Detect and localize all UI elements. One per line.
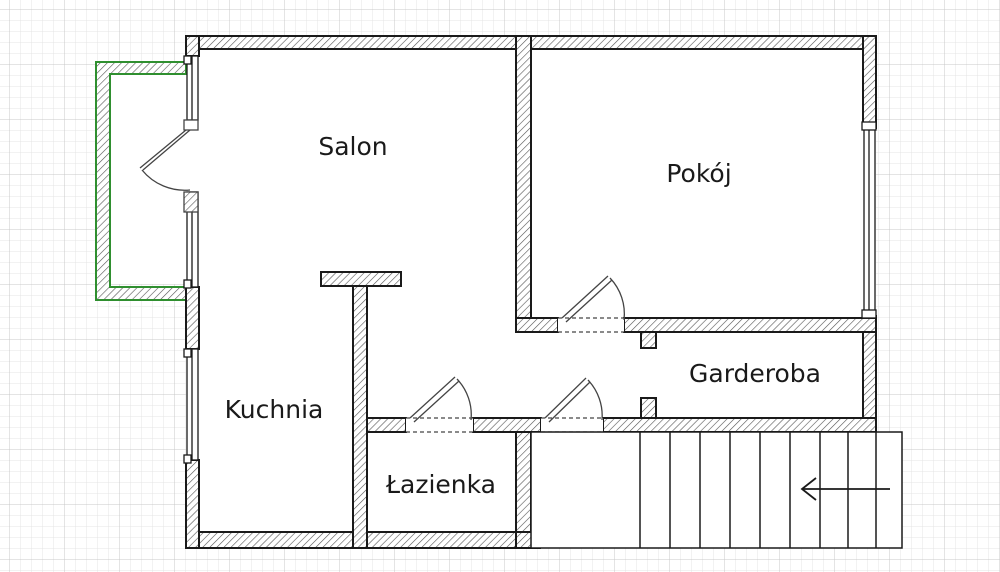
windows-left: [183, 55, 199, 464]
room-label-lazienka: Łazienka: [385, 470, 496, 499]
balcony-door: [139, 119, 199, 213]
room-label-salon: Salon: [318, 132, 387, 161]
door-pokoj: [558, 275, 626, 333]
room-label-pokoj: Pokój: [666, 159, 731, 188]
room-label-kuchnia: Kuchnia: [225, 395, 324, 424]
staircase: [530, 431, 903, 549]
arrow-left-icon: [800, 477, 890, 501]
window-right: [861, 121, 877, 319]
door-lazienka: [406, 376, 473, 433]
room-label-garderoba: Garderoba: [689, 359, 821, 388]
